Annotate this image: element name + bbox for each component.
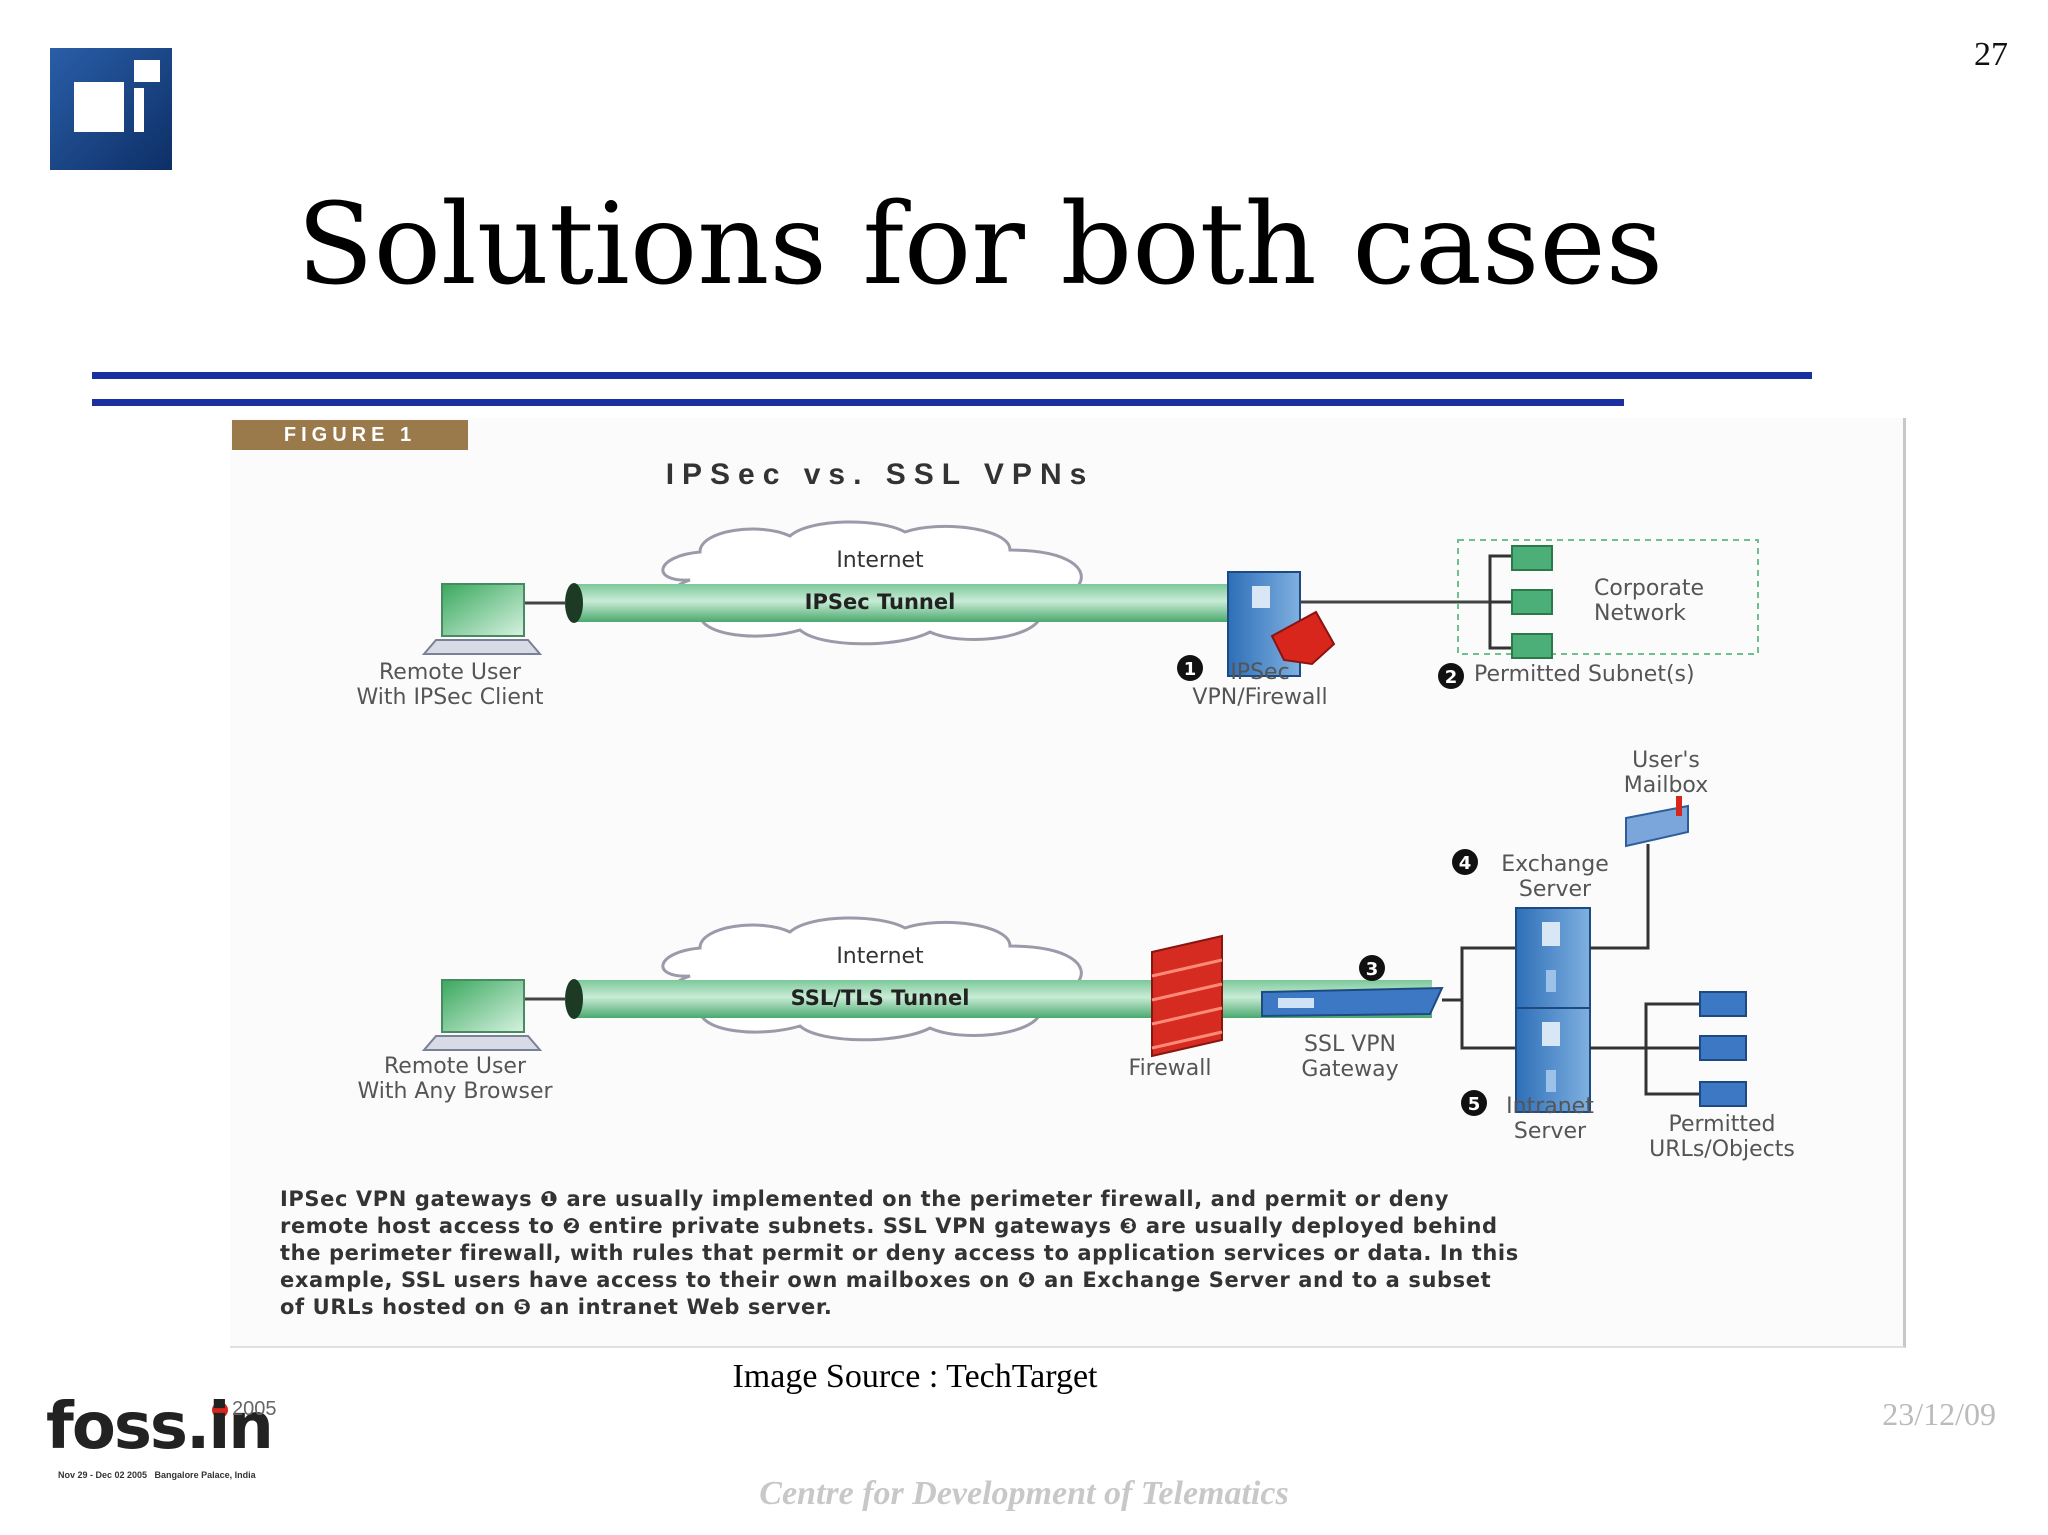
foss-in-wordmark: foss.in: [46, 1390, 274, 1464]
exchange-server-label: Exchange Server: [1480, 852, 1630, 902]
ipsec-vpn-firewall-server: [1227, 571, 1336, 677]
marker-5-icon: 5: [1461, 1090, 1487, 1116]
title-rule-top: [92, 372, 1812, 379]
foss-in-logo: [40, 1390, 280, 1486]
marker-4-icon: 4: [1452, 849, 1478, 875]
figure-tag: FIGURE 1: [232, 420, 468, 450]
ipsec-remote-laptop: [421, 583, 543, 655]
ssl-remote-user-line1: Remote User: [383, 1054, 527, 1079]
ipsec-vpn-firewall-line2: VPN/Firewall: [1192, 685, 1328, 710]
ssl-vpn-gateway-line2: Gateway: [1301, 1057, 1399, 1082]
marker-4-text: 4: [1459, 853, 1472, 874]
intranet-server: [1515, 1007, 1591, 1113]
ssl-remote-user-line2: With Any Browser: [357, 1079, 553, 1104]
marker-1-icon: 1: [1177, 655, 1203, 681]
cdot-logo: [50, 48, 172, 170]
ipsec-vpn-firewall-label: IPSec VPN/Firewall: [1160, 660, 1360, 710]
intranet-server-line2: Server: [1513, 1119, 1587, 1144]
firewall-brick-icon: [1151, 934, 1223, 1058]
permitted-urls-objects: [1644, 991, 1747, 1107]
ssl-vpn-gateway-label: SSL VPN Gateway: [1270, 1032, 1430, 1082]
marker-2-text: 2: [1445, 667, 1458, 688]
slide-footer: Centre for Development of Telematics: [759, 1475, 1289, 1512]
caption-line-4: example, SSL users have access to their …: [280, 1268, 1492, 1292]
ipsec-tunnel: [565, 583, 1232, 623]
intranet-server-line1: Intranet: [1506, 1094, 1594, 1119]
users-mailbox-line1: User's: [1632, 748, 1700, 773]
corporate-network-label: Corporate Network: [1594, 576, 1754, 626]
marker-3-icon: 3: [1359, 955, 1385, 981]
ssl-remote-laptop: [421, 979, 543, 1051]
image-source: Image Source : TechTarget: [732, 1358, 1098, 1395]
ssl-internet-label: Internet: [836, 944, 924, 969]
slide-number: 27: [1974, 36, 2008, 73]
marker-2-icon: 2: [1438, 663, 1464, 689]
marker-5-text: 5: [1468, 1094, 1481, 1115]
exchange-server: [1515, 907, 1591, 1013]
corporate-network-line1: Corporate: [1594, 576, 1704, 601]
permitted-urls-label: Permitted URLs/Objects: [1622, 1112, 1822, 1162]
foss-in-subtitle: Nov 29 - Dec 02 2005 Bangalore Palace, I…: [58, 1470, 256, 1480]
marker-1-text: 1: [1184, 659, 1197, 680]
ssl-tunnel-label: SSL/TLS Tunnel: [790, 986, 970, 1010]
ssl-vpn-gateway-line1: SSL VPN: [1304, 1032, 1396, 1057]
figure-caption: IPSec VPN gateways ❶ are usually impleme…: [280, 1186, 1860, 1321]
ssl-cloud: [661, 916, 1089, 1042]
ipsec-remote-user-label: Remote User With IPSec Client: [310, 660, 590, 710]
caption-line-1: IPSec VPN gateways ❶ are usually impleme…: [280, 1187, 1450, 1211]
ipsec-tunnel-label: IPSec Tunnel: [804, 590, 956, 614]
mailbox-icon: [1625, 796, 1689, 848]
ssl-vpn-gateway-device: [1261, 986, 1444, 1018]
corporate-network-line2: Network: [1594, 601, 1686, 626]
ssl-remote-user-label: Remote User With Any Browser: [310, 1054, 600, 1104]
caption-line-3: the perimeter firewall, with rules that …: [280, 1241, 1519, 1265]
users-mailbox-label: User's Mailbox: [1596, 748, 1736, 798]
marker-3-text: 3: [1366, 959, 1379, 980]
exchange-server-line2: Server: [1518, 877, 1592, 902]
slide-title: Solutions for both cases: [296, 180, 1664, 310]
corporate-network-box: [1457, 539, 1759, 659]
exchange-server-line1: Exchange: [1501, 852, 1609, 877]
caption-line-2: remote host access to ❷ entire private s…: [280, 1214, 1498, 1238]
ipsec-vpn-firewall-line1: IPSec: [1230, 660, 1290, 685]
permitted-subnets-label: Permitted Subnet(s): [1474, 662, 1695, 687]
ipsec-cloud: [661, 520, 1089, 646]
ipsec-remote-user-line2: With IPSec Client: [356, 685, 544, 710]
figure-title: IPSec vs. SSL VPNs: [665, 458, 1095, 491]
intranet-server-label: Intranet Server: [1480, 1094, 1620, 1144]
foss-in-year: 2005: [232, 1398, 277, 1420]
permitted-urls-line2: URLs/Objects: [1649, 1137, 1795, 1162]
ipsec-internet-label: Internet: [836, 548, 924, 573]
slide-date: 23/12/09: [1882, 1396, 1996, 1432]
users-mailbox-line2: Mailbox: [1623, 773, 1709, 798]
permitted-urls-line1: Permitted: [1668, 1112, 1776, 1137]
title-rule-bottom: [92, 399, 1624, 406]
ipsec-remote-user-line1: Remote User: [378, 660, 522, 685]
firewall-label: Firewall: [1128, 1056, 1212, 1081]
caption-line-5: of URLs hosted on ❺ an intranet Web serv…: [280, 1295, 833, 1319]
red-dot-icon: [212, 1402, 228, 1418]
